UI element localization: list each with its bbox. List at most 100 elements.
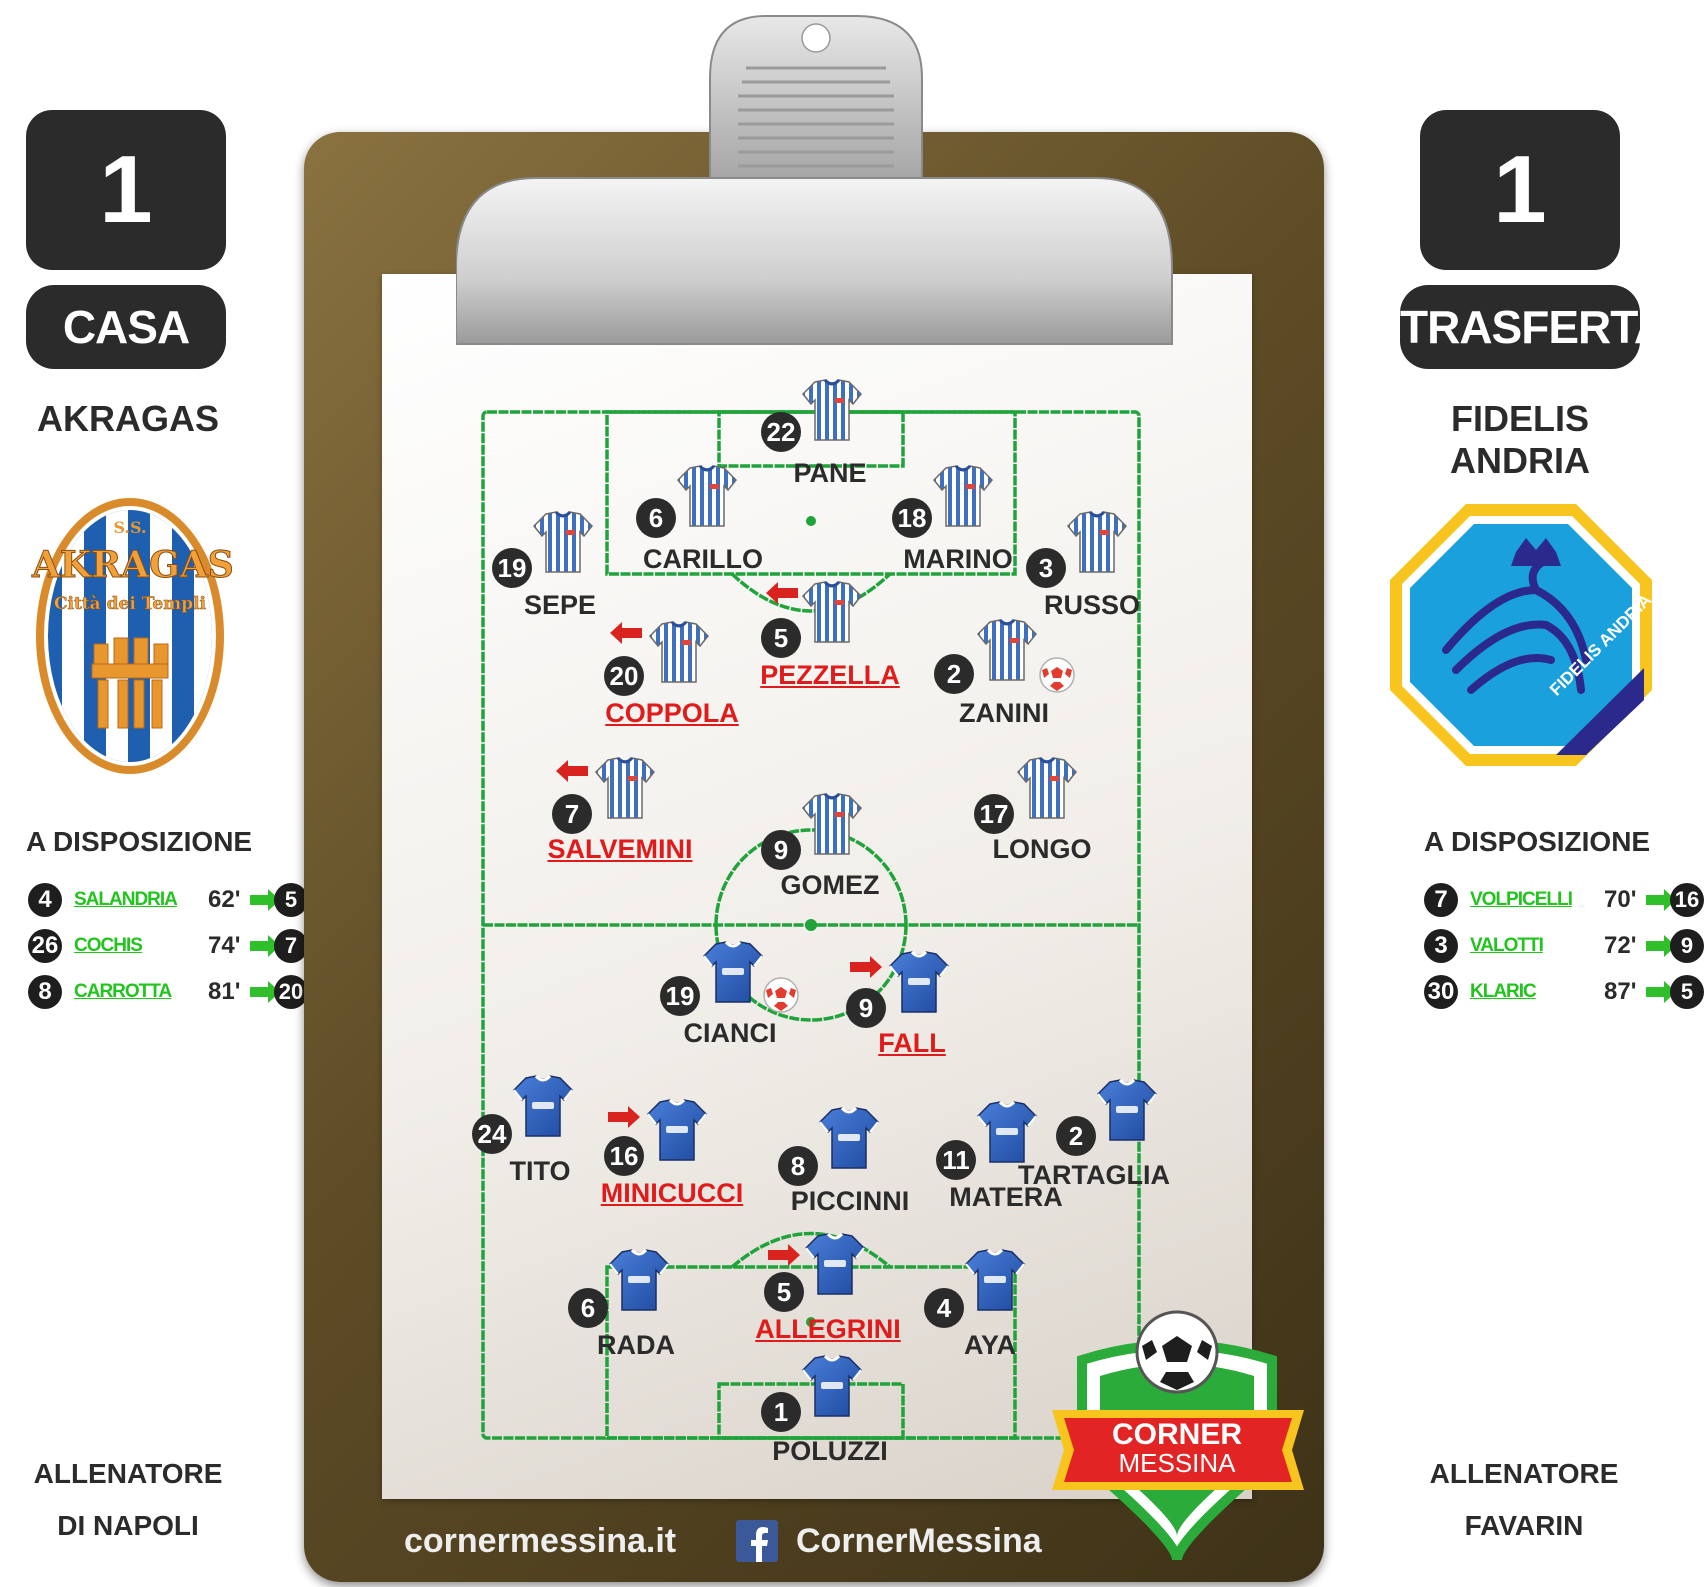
away-score: 1 (1420, 110, 1620, 270)
home-shirt-icon (801, 378, 863, 444)
player-name: MINICUCCI (600, 1178, 744, 1208)
home-player-coppola[interactable]: 20 (604, 620, 728, 700)
player-name: TITO (509, 1156, 571, 1186)
home-coach-name: DI NAPOLI (57, 1510, 199, 1541)
home-shirt-icon (1066, 510, 1128, 576)
player-number: 8 (778, 1146, 818, 1186)
facebook-page-link[interactable]: CornerMessina (796, 1522, 1042, 1560)
player-number: 5 (761, 618, 801, 658)
red-arrow-icon (608, 1106, 640, 1128)
home-player-russo[interactable]: 3 (1026, 510, 1146, 590)
player-number: 11 (936, 1140, 976, 1180)
facebook-icon[interactable] (736, 1520, 778, 1562)
away-player-tartaglia[interactable]: 2 (1056, 1078, 1176, 1158)
home-player-salvemini[interactable]: 7 (552, 756, 674, 836)
home-team-name: AKRAGAS (36, 398, 219, 439)
player-name: ZANINI (959, 698, 1049, 728)
player-number: 24 (472, 1114, 512, 1154)
away-label: TRASFERTA (1400, 285, 1667, 369)
sub-out-number: 9 (1670, 929, 1704, 963)
home-shirt-icon (676, 464, 738, 530)
home-player-pezzella[interactable]: 5 (761, 580, 881, 660)
away-shirt-icon (964, 1248, 1026, 1314)
home-score: 1 (26, 110, 226, 270)
player-number: 5 (764, 1272, 804, 1312)
away-player-tito[interactable]: 24 (472, 1074, 592, 1154)
red-arrow-icon (850, 956, 882, 978)
player-name: FALL (878, 1028, 946, 1058)
home-shirt-icon (532, 510, 594, 576)
player-name: TARTAGLIA (1018, 1160, 1170, 1190)
player-number: 2 (1056, 1116, 1096, 1156)
home-player-sepe[interactable]: 19 (492, 510, 612, 590)
home-shirt-icon (932, 464, 994, 530)
player-name: POLUZZI (772, 1436, 888, 1466)
player-number: 22 (761, 412, 801, 452)
sub-player-name[interactable]: COCHIS (74, 935, 143, 956)
sub-minute: 74' (208, 932, 241, 959)
website-link[interactable]: cornermessina.it (404, 1522, 677, 1560)
home-player-pane[interactable]: 22 (761, 378, 881, 458)
away-player-allegrini[interactable]: 5 (764, 1232, 884, 1312)
home-sub-row: 4 SALANDRIA 62' 5 (28, 883, 308, 917)
home-player-gomez[interactable]: 9 (761, 792, 881, 872)
away-player-minicucci[interactable]: 16 (604, 1098, 726, 1178)
sub-player-name[interactable]: VALOTTI (1470, 935, 1544, 956)
player-number: 20 (604, 656, 644, 696)
sub-player-name[interactable]: CARROTTA (74, 981, 172, 1002)
away-sub-row: 30 KLARIC 87' 5 (1424, 975, 1704, 1009)
away-sub-row: 3 VALOTTI 72' 9 (1424, 929, 1704, 963)
player-name: CIANCI (683, 1018, 777, 1048)
player-name: SEPE (523, 590, 597, 620)
sub-minute: 70' (1604, 886, 1637, 913)
home-player-marino[interactable]: 18 (892, 464, 1012, 544)
home-player-zanini[interactable]: 2 (934, 618, 1056, 698)
away-shirt-icon (818, 1106, 880, 1172)
sub-number: 7 (1424, 883, 1458, 917)
away-player-piccinni[interactable]: 8 (778, 1106, 898, 1186)
home-coach-title: ALLENATORE (33, 1458, 223, 1489)
away-coach-name: FAVARIN (1464, 1510, 1584, 1541)
corner-messina-logo: CORNER MESSINA (1042, 1300, 1312, 1570)
player-name: CARILLO (643, 544, 763, 574)
soccer-ball-icon (1038, 656, 1076, 694)
akragas-logo-sub: Città dei Templi (53, 594, 207, 615)
clipboard-clip (455, 8, 1176, 348)
away-player-aya[interactable]: 4 (924, 1248, 1044, 1328)
sub-number: 3 (1424, 929, 1458, 963)
away-player-rada[interactable]: 6 (568, 1248, 688, 1328)
away-player-poluzzi[interactable]: 1 (761, 1354, 881, 1434)
home-label: CASA (26, 285, 226, 369)
home-player-carillo[interactable]: 6 (636, 464, 756, 544)
away-player-cianci[interactable]: 19 (660, 940, 782, 1020)
home-shirt-icon (594, 756, 656, 822)
player-number: 9 (846, 988, 886, 1028)
home-player-longo[interactable]: 17 (974, 756, 1096, 836)
player-number: 3 (1026, 548, 1066, 588)
clipboard-paper (382, 274, 1252, 1499)
sub-minute: 62' (208, 886, 241, 913)
player-name: PEZZELLA (760, 660, 900, 690)
away-shirt-icon (608, 1248, 670, 1314)
player-number: 4 (924, 1288, 964, 1328)
sub-number: 30 (1424, 975, 1458, 1009)
sub-player-name[interactable]: SALANDRIA (74, 889, 178, 910)
sub-player-name[interactable]: VOLPICELLI (1470, 889, 1573, 910)
home-shirt-icon (648, 620, 710, 686)
akragas-logo-name: AKRAGAS (32, 544, 235, 587)
red-arrow-icon (768, 1244, 800, 1266)
away-player-matera[interactable]: 11 (936, 1100, 1056, 1180)
home-shirt-icon (1016, 756, 1078, 822)
away-team-name: FIDELIS ANDRIA (1450, 398, 1590, 481)
home-shirt-icon (801, 580, 863, 646)
away-shirt-icon (888, 950, 950, 1016)
player-number: 6 (568, 1288, 608, 1328)
player-name: MARINO (903, 544, 1013, 574)
red-arrow-icon (556, 760, 588, 782)
sub-player-name[interactable]: KLARIC (1470, 981, 1537, 1002)
away-player-fall[interactable]: 9 (846, 950, 968, 1030)
away-coach-title: ALLENATORE (1429, 1458, 1619, 1489)
player-name: PICCINNI (790, 1186, 910, 1216)
player-number: 19 (492, 548, 532, 588)
corner-messina-logo-line1: CORNER (1111, 1418, 1242, 1451)
